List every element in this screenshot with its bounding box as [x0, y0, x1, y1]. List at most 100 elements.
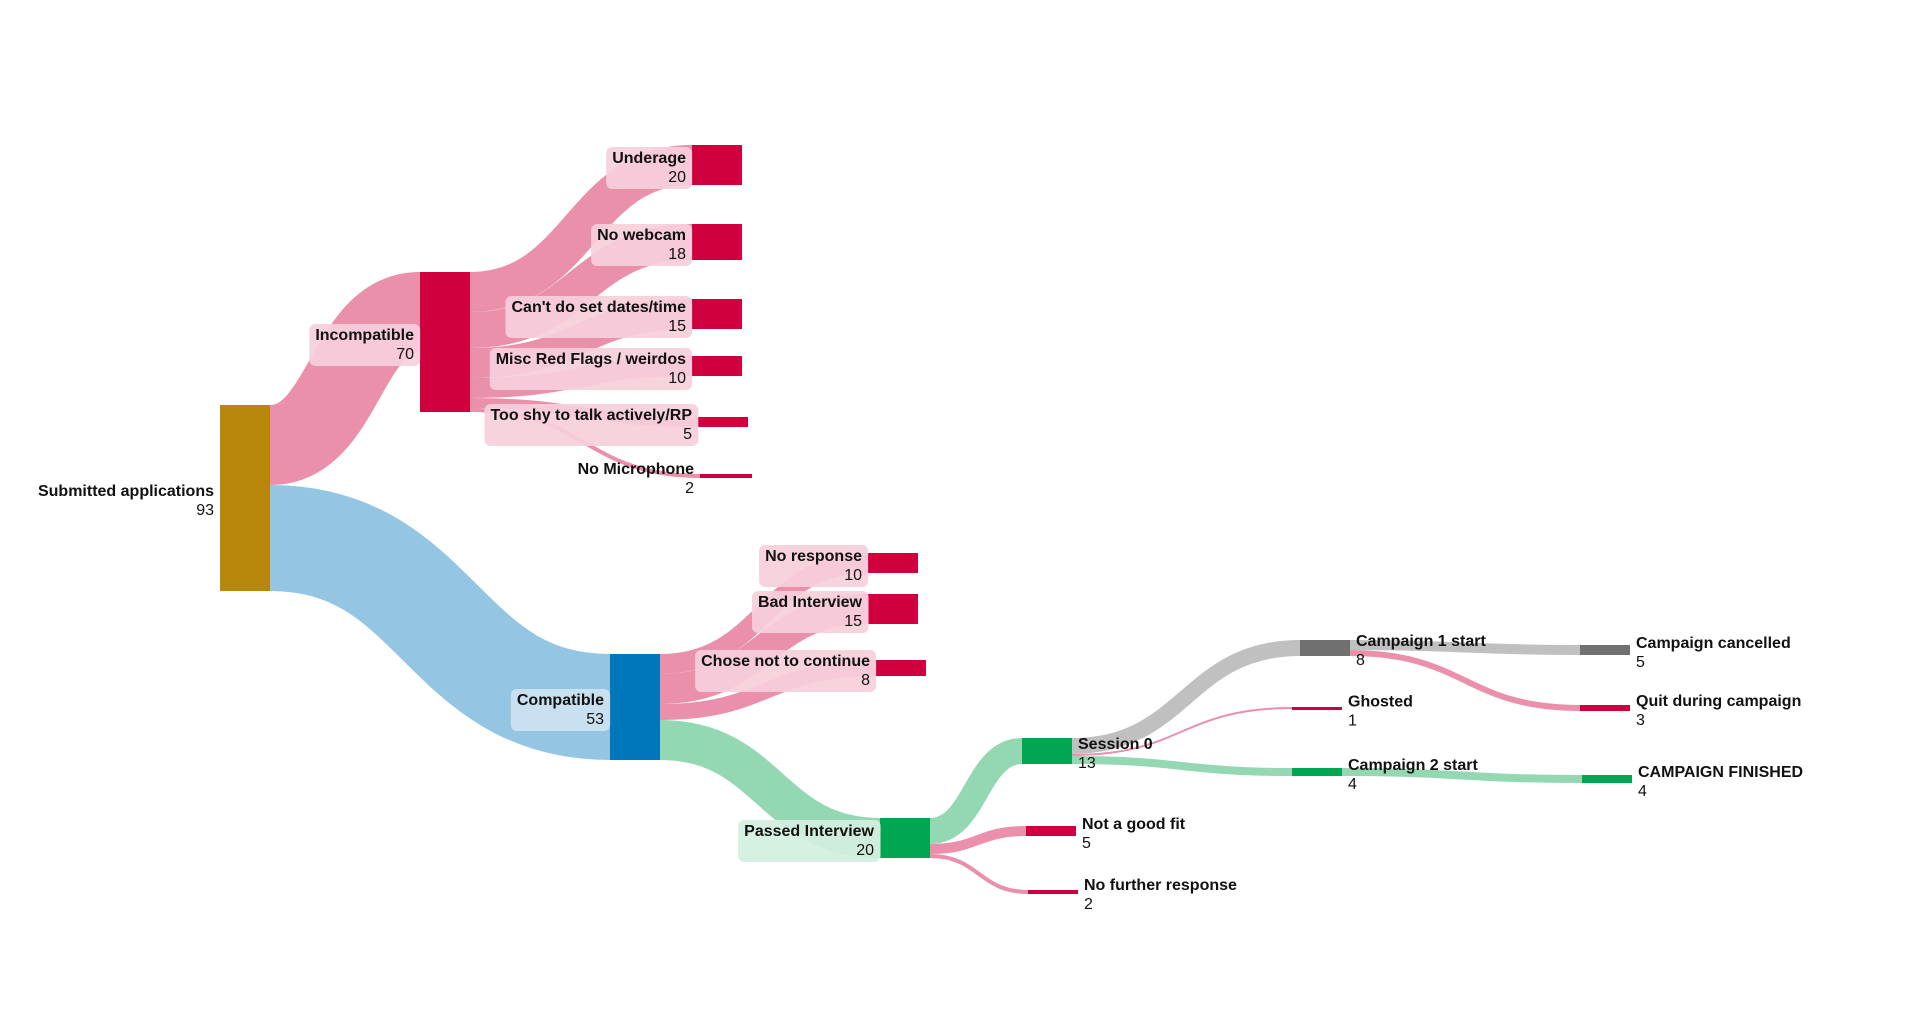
label-cancelled: Campaign cancelled 5	[1636, 635, 1791, 671]
label-name-no_response: No response	[765, 548, 862, 565]
label-name-cancelled: Campaign cancelled	[1636, 635, 1791, 652]
label-bg-cant_dates	[505, 296, 693, 338]
label-bg-no_response	[759, 545, 869, 587]
label-camp2: Campaign 2 start 4	[1348, 757, 1478, 793]
label-name-bad_interview: Bad Interview	[758, 594, 863, 611]
label-value-session0: 13	[1078, 755, 1096, 772]
node-underage	[692, 145, 742, 185]
label-too_shy: Too shy to talk actively/RP 5	[484, 404, 699, 446]
label-bg-no_webcam	[591, 224, 693, 266]
label-name-submitted: Submitted applications	[38, 483, 214, 500]
label-bg-misc_red	[489, 348, 693, 390]
node-quit	[1580, 705, 1630, 711]
label-value-cant_dates: 15	[668, 318, 686, 335]
node-camp1	[1300, 640, 1350, 656]
label-no_mic: No Microphone 2	[578, 461, 695, 497]
label-value-no_mic: 2	[685, 480, 694, 497]
label-value-underage: 20	[668, 169, 686, 186]
label-session0: Session 0 13	[1078, 736, 1153, 772]
label-value-ghosted: 1	[1348, 713, 1357, 730]
link-submitted-to-compatible	[268, 485, 612, 760]
node-not_fit	[1026, 826, 1076, 836]
label-quit: Quit during campaign 3	[1636, 693, 1801, 729]
label-value-not_fit: 5	[1082, 835, 1091, 852]
label-value-finished: 4	[1638, 783, 1647, 800]
node-no_mic	[700, 474, 752, 478]
node-ghosted	[1292, 707, 1342, 710]
label-value-chose_not: 8	[861, 672, 870, 689]
label-bg-too_shy	[484, 404, 699, 446]
link-passed-to-session0	[928, 738, 1024, 844]
node-session0	[1022, 738, 1072, 764]
node-no_further	[1028, 890, 1078, 894]
nodes-layer	[220, 145, 1632, 894]
label-value-compatible: 53	[586, 711, 604, 728]
label-name-camp1: Campaign 1 start	[1356, 633, 1486, 650]
node-no_webcam	[692, 224, 742, 260]
label-value-camp1: 8	[1356, 652, 1365, 669]
node-cant_dates	[692, 299, 742, 329]
node-incompatible	[420, 272, 470, 412]
label-name-no_mic: No Microphone	[578, 461, 695, 478]
label-bg-compatible	[510, 689, 611, 731]
label-compatible: Compatible 53	[510, 689, 611, 731]
label-bg-incompatible	[309, 324, 421, 366]
label-value-quit: 3	[1636, 712, 1645, 729]
label-not_fit: Not a good fit 5	[1082, 816, 1186, 852]
label-name-compatible: Compatible	[517, 692, 604, 709]
label-ghosted: Ghosted 1	[1348, 694, 1413, 730]
label-name-camp2: Campaign 2 start	[1348, 757, 1478, 774]
label-value-too_shy: 5	[683, 426, 692, 443]
node-chose_not	[876, 660, 926, 676]
label-bg-passed	[738, 820, 881, 862]
link-session0-to-camp1	[1071, 640, 1301, 754]
link-passed-to-not_fit	[929, 826, 1027, 854]
label-no_webcam: No webcam 18	[591, 224, 693, 266]
label-camp1: Campaign 1 start 8	[1356, 633, 1486, 669]
label-value-camp2: 4	[1348, 776, 1357, 793]
node-finished	[1582, 775, 1632, 783]
label-value-incompatible: 70	[396, 346, 414, 363]
node-bad_interview	[868, 594, 918, 624]
node-too_shy	[698, 417, 748, 427]
label-value-passed: 20	[856, 842, 874, 859]
label-submitted: Submitted applications 93	[38, 483, 214, 519]
label-bg-bad_interview	[751, 591, 869, 633]
label-value-submitted: 93	[196, 502, 214, 519]
link-passed-to-no_further	[929, 854, 1029, 894]
label-value-no_webcam: 18	[668, 246, 686, 263]
label-value-bad_interview: 15	[844, 613, 862, 630]
label-incompatible: Incompatible 70	[309, 324, 421, 366]
label-value-cancelled: 5	[1636, 654, 1645, 671]
label-name-incompatible: Incompatible	[315, 327, 414, 344]
label-name-too_shy: Too shy to talk actively/RP	[490, 407, 692, 424]
label-no_response: No response 10	[759, 545, 869, 587]
link-camp1-to-quit	[1349, 650, 1581, 711]
label-name-no_webcam: No webcam	[597, 227, 686, 244]
label-value-misc_red: 10	[668, 370, 686, 387]
link-camp1-to-cancelled	[1349, 640, 1581, 655]
node-compatible	[610, 654, 660, 760]
label-bg-underage	[606, 147, 693, 189]
link-submitted-to-incompatible	[265, 272, 425, 485]
label-name-session0: Session 0	[1078, 736, 1153, 753]
label-bg-chose_not	[695, 650, 877, 692]
node-misc_red	[692, 356, 742, 376]
node-cancelled	[1580, 645, 1630, 655]
label-name-not_fit: Not a good fit	[1082, 816, 1186, 833]
label-name-quit: Quit during campaign	[1636, 693, 1801, 710]
link-session0-to-camp2	[1071, 756, 1293, 776]
label-value-no_further: 2	[1084, 896, 1093, 913]
labels-layer: Submitted applications 93 Incompatible 70Co…	[38, 147, 1803, 913]
node-camp2	[1292, 768, 1342, 776]
label-value-no_response: 10	[844, 567, 862, 584]
label-passed: Passed Interview 20	[738, 820, 881, 862]
label-name-passed: Passed Interview	[744, 823, 874, 840]
node-passed	[880, 818, 930, 858]
label-name-ghosted: Ghosted	[1348, 694, 1413, 711]
node-no_response	[868, 553, 918, 573]
